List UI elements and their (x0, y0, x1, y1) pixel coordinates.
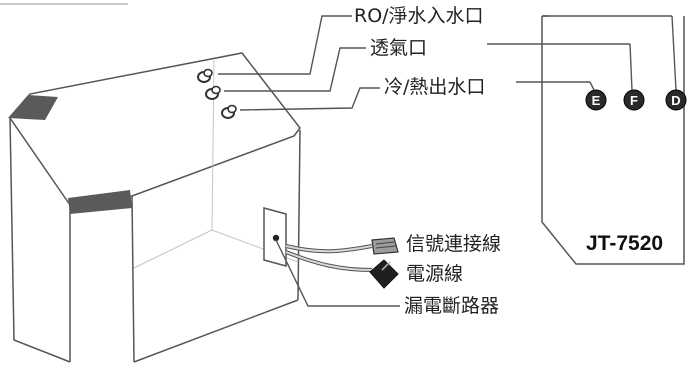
label-hot-cold-outlet: 冷/熱出水口 (384, 76, 486, 98)
port-d-letter: D (671, 93, 680, 108)
leader-ro-inlet (218, 15, 352, 75)
bevel-band-front (68, 190, 132, 214)
leader-outlet (239, 87, 380, 111)
line-to-f-down (629, 43, 633, 91)
label-vent: 透氣口 (370, 37, 428, 59)
cables (285, 237, 399, 289)
leader-vent (224, 47, 366, 92)
line-to-e-down (589, 81, 595, 91)
cabinet-right-edge (297, 129, 301, 301)
panel-outline (541, 16, 685, 265)
cabinet-bottom-edge (133, 299, 299, 363)
hidden-edge-bottom (133, 229, 213, 269)
vent-connector (205, 85, 221, 100)
outlet-connector (221, 104, 237, 119)
leader-lines (218, 15, 677, 307)
breaker-switch (272, 234, 280, 242)
port-e: E (585, 89, 607, 111)
label-breaker: 漏電斷路器 (404, 295, 500, 317)
cabinet-left-edge (9, 117, 71, 363)
label-ro-inlet: RO/淨水入水口 (354, 5, 484, 27)
port-d: D (665, 89, 687, 111)
bevel-band-left (8, 95, 58, 120)
label-signal-cable: 信號連接線 (406, 233, 502, 255)
ro-inlet-connector (197, 68, 213, 83)
label-power-cord: 電源線 (406, 263, 464, 285)
panel-model-label: JT-7520 (586, 232, 664, 255)
cabinet (8, 52, 301, 363)
line-to-d-down (671, 15, 677, 91)
port-e-letter: E (592, 93, 601, 108)
cabinet-top (9, 52, 301, 206)
port-f: F (623, 89, 645, 111)
cabinet-front-right-edge (131, 195, 135, 363)
panel (541, 15, 685, 265)
port-f-letter: F (630, 93, 638, 108)
leader-breaker (275, 239, 400, 307)
power-plug (369, 259, 399, 289)
